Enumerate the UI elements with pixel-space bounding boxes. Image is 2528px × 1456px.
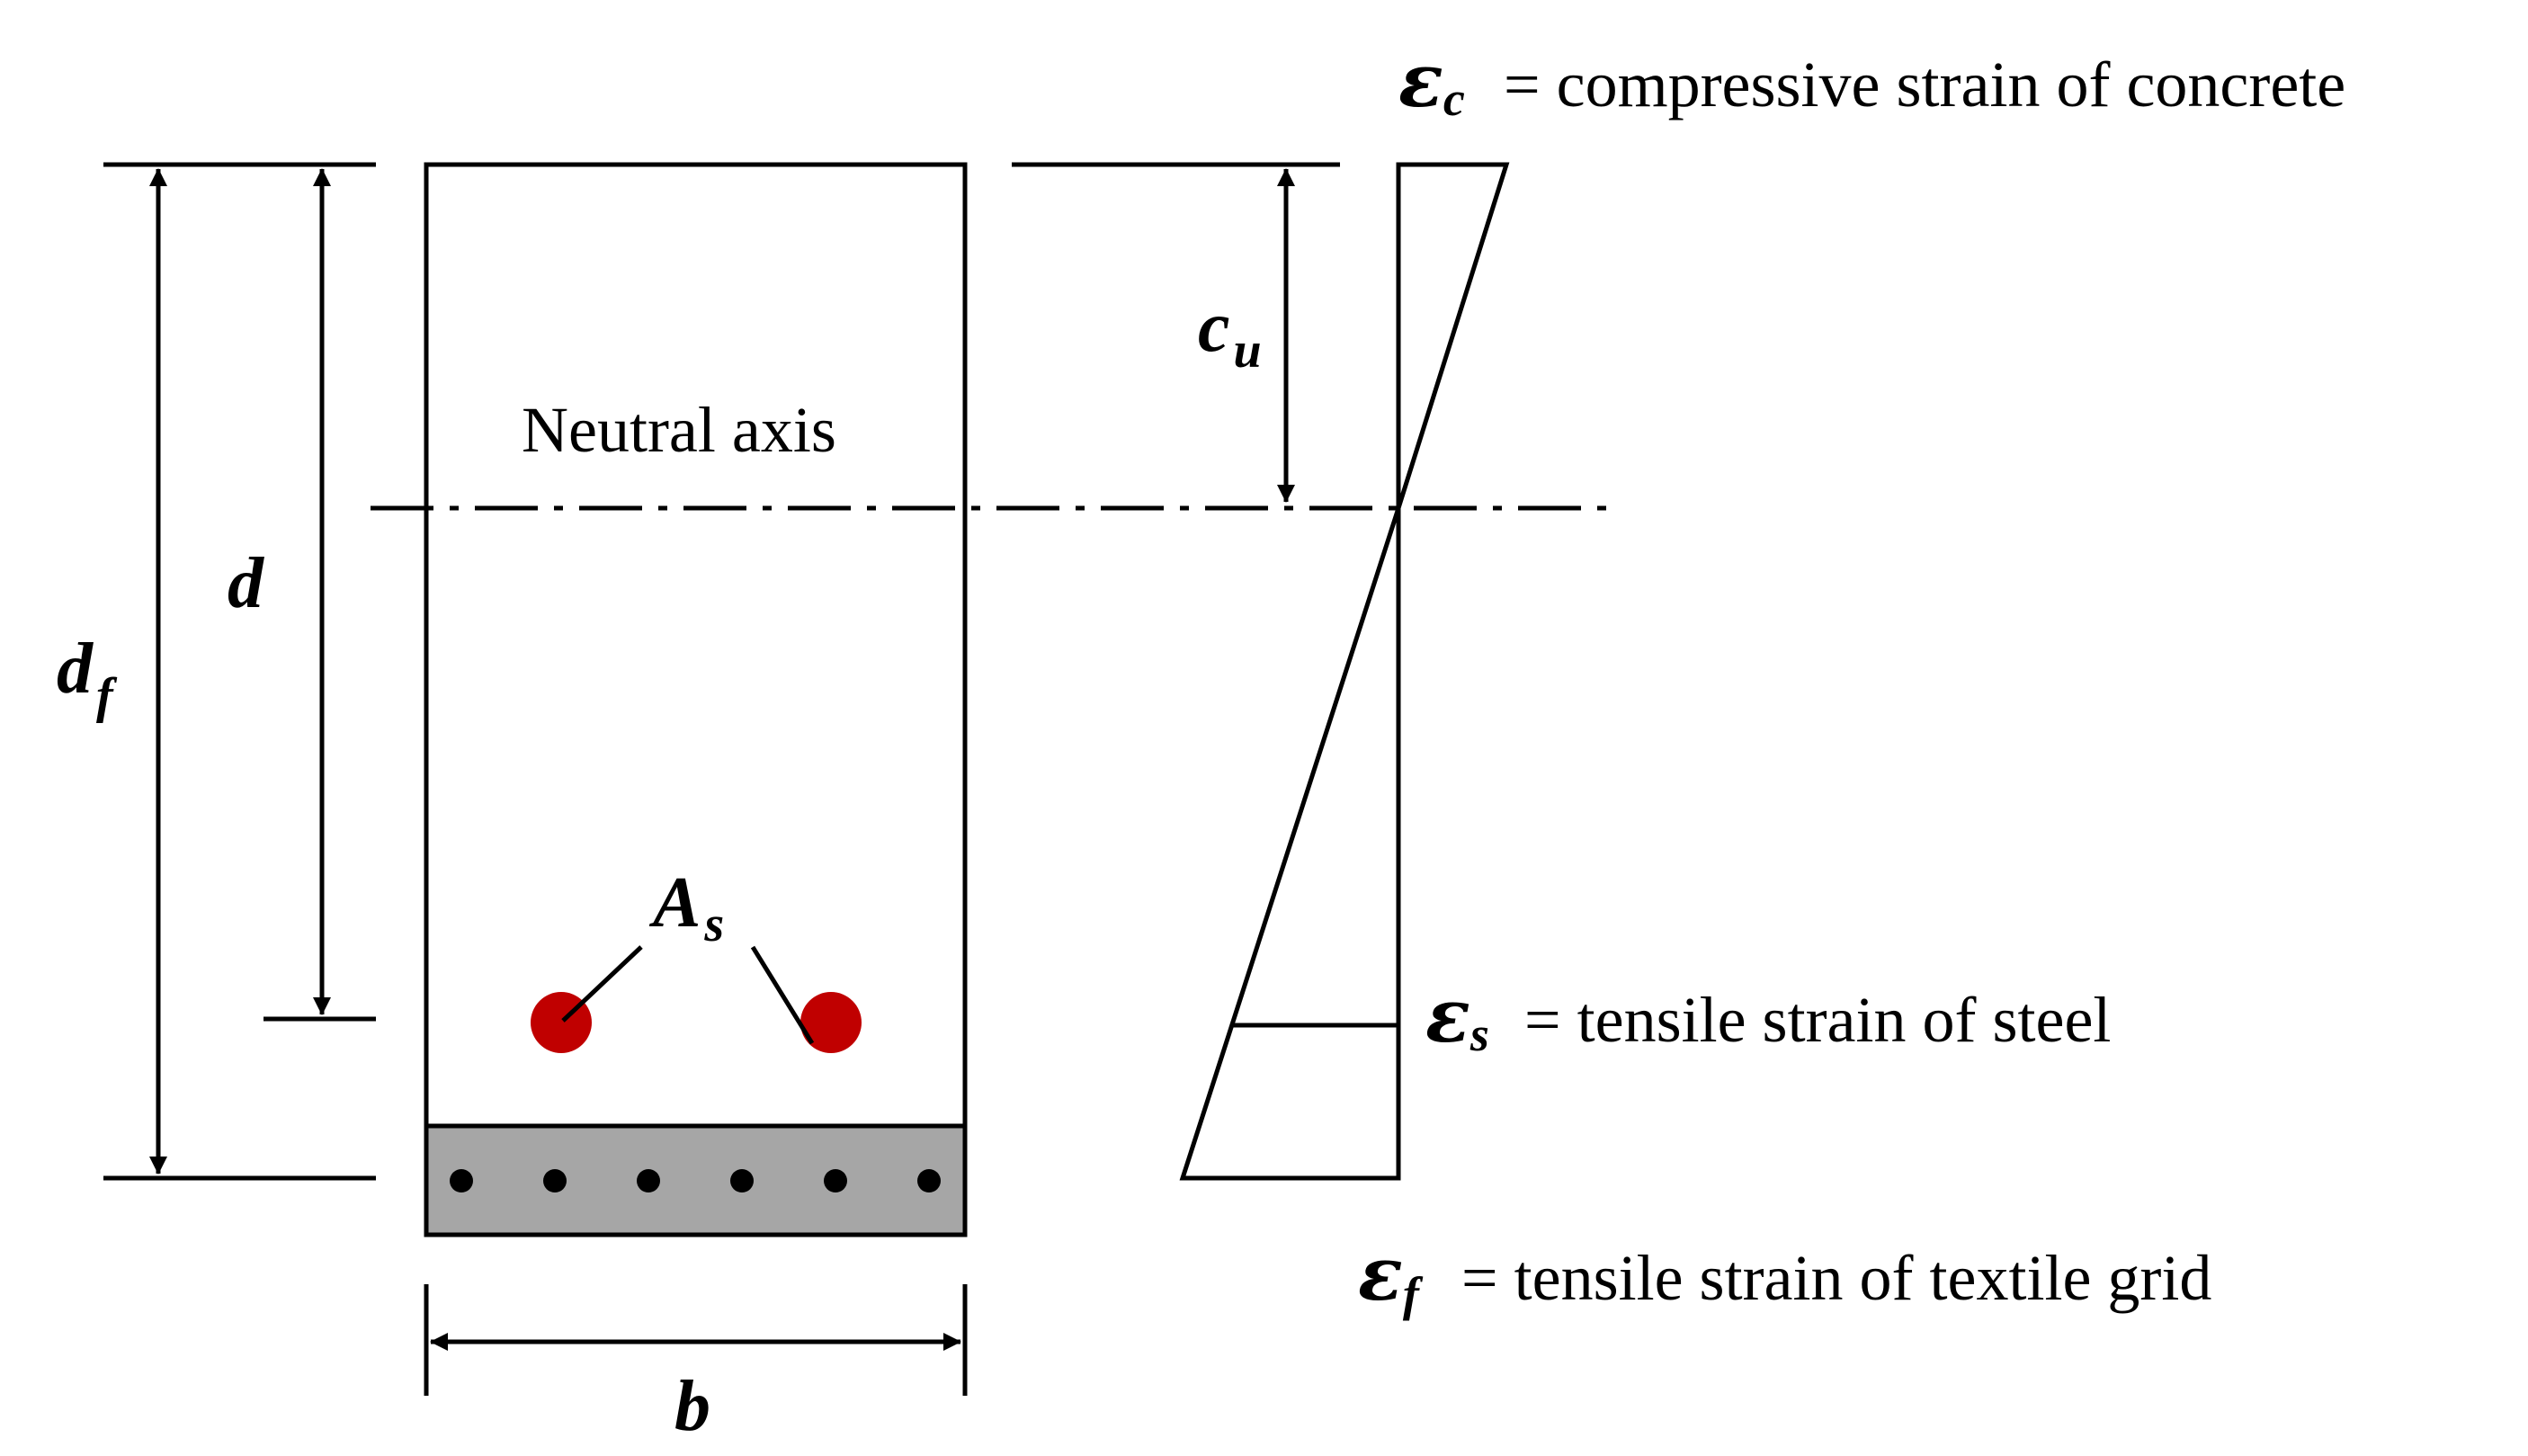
textile-fiber-dot xyxy=(543,1169,567,1192)
textile-fiber-dot xyxy=(450,1169,473,1192)
as-leader-right xyxy=(750,945,815,1045)
textile-grid-fibers xyxy=(450,1169,941,1192)
as-label: As xyxy=(648,863,724,952)
textile-grid-layer xyxy=(424,1123,968,1237)
compressive-strain-triangle xyxy=(1396,162,1510,509)
d-label: d xyxy=(228,544,264,623)
eps-c-symbol: ε xyxy=(1398,38,1443,124)
legend-textile-strain: εf = tensile strain of textile grid xyxy=(1358,1231,2211,1321)
as-label-main: A xyxy=(648,863,701,942)
cu-label-subscript: u xyxy=(1234,323,1262,379)
textile-fiber-dot xyxy=(637,1169,660,1192)
as-leader-left xyxy=(561,945,643,1023)
cu-label-main: c xyxy=(1198,288,1230,367)
eps-s-text: = tensile strain of steel xyxy=(1524,984,2111,1056)
textile-fiber-dot xyxy=(730,1169,754,1192)
as-label-subscript: s xyxy=(703,897,724,952)
eps-c-text: = compressive strain of concrete xyxy=(1504,49,2345,121)
legend-steel-strain: εs = tensile strain of steel xyxy=(1425,973,2111,1061)
steel-rebar-right xyxy=(800,992,862,1053)
df-label-main: d xyxy=(57,630,94,709)
eps-f-text: = tensile strain of textile grid xyxy=(1461,1242,2211,1314)
eps-c-subscript: c xyxy=(1443,72,1465,126)
legend-compressive-strain: εc = compressive strain of concrete xyxy=(1398,38,2345,126)
textile-fiber-dot xyxy=(824,1169,847,1192)
eps-s-subscript: s xyxy=(1469,1007,1489,1061)
df-label: df xyxy=(57,630,118,724)
eps-s-symbol: ε xyxy=(1425,973,1470,1059)
df-label-subscript: f xyxy=(96,668,118,724)
cu-label: cu xyxy=(1198,288,1262,379)
neutral-axis-label: Neutral axis xyxy=(522,394,836,466)
textile-fiber-dot xyxy=(917,1169,941,1192)
eps-f-subscript: f xyxy=(1403,1267,1424,1321)
eps-f-symbol: ε xyxy=(1358,1231,1403,1318)
beam-cross-section xyxy=(424,162,968,1237)
tensile-strain-triangle xyxy=(1179,507,1401,1181)
b-label: b xyxy=(674,1367,710,1446)
